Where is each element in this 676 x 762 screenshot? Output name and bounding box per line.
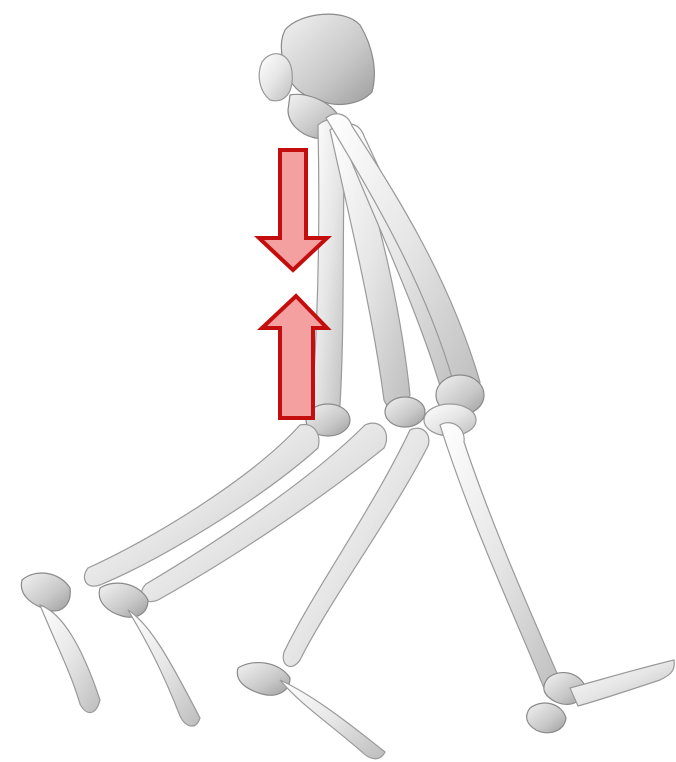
downward-compression-arrow bbox=[259, 150, 327, 270]
femurs bbox=[312, 114, 480, 416]
feet bbox=[21, 573, 674, 759]
pelvis bbox=[259, 14, 374, 138]
